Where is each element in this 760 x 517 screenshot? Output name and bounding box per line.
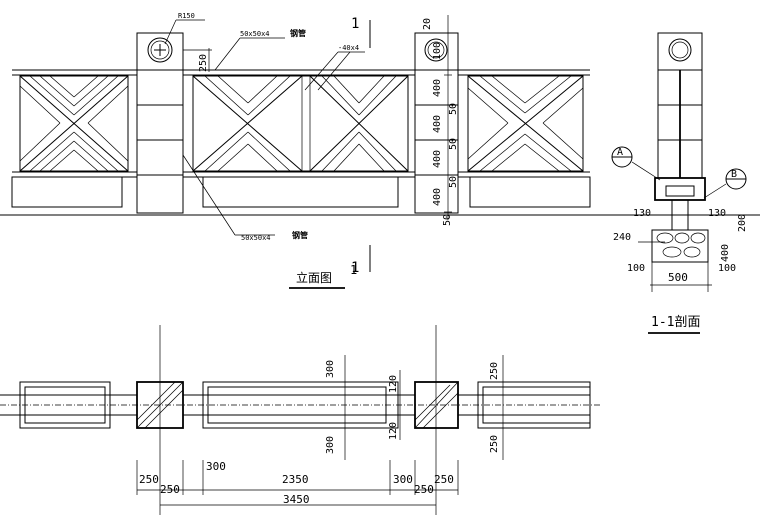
elevation-view: R150 50x50x4 钢管 -40x4 50x50x4 钢管 250 1 1… <box>0 12 650 289</box>
top-pipe-name-label: 钢管 <box>290 28 306 38</box>
section-footing <box>651 229 709 263</box>
detail-marker-a-label: A <box>617 147 623 158</box>
section-title: 1-1剖面 <box>651 315 700 330</box>
plan-dim-bottom-5: 300 <box>393 473 413 486</box>
plan-dim-300-top: 300 <box>325 360 336 378</box>
fence-panel-left <box>19 75 129 172</box>
fence-rails <box>11 69 591 208</box>
elevation-title-number: 1 <box>350 263 357 277</box>
cut-mark-label-bottom: 1 <box>351 260 359 276</box>
plan-dim-250-top: 250 <box>489 362 500 380</box>
segment-dim-2: 400 <box>432 115 443 133</box>
plan-pillar-right <box>414 381 459 429</box>
pillar-left <box>136 32 184 214</box>
section-view: A B 130 130 240 200 400 100 100 500 1-1剖… <box>600 32 760 334</box>
plan-dim-bottom-6: 250 <box>434 473 454 486</box>
section-dim-right: 130 <box>708 208 726 219</box>
section-dim-400: 400 <box>720 244 731 262</box>
plan-total-dim: 3450 <box>283 493 310 506</box>
cut-mark-label: 1 <box>351 16 359 32</box>
section-dim-100-right: 100 <box>718 263 736 274</box>
segment-dim-1: 400 <box>432 79 443 97</box>
plan-bottom-dim-lines <box>136 460 459 506</box>
top-pipe-size-label: 50x50x4 <box>240 30 270 38</box>
radius-label: R150 <box>178 12 195 20</box>
fence-panel-middle <box>192 75 409 172</box>
pillar-cap-circle <box>424 38 448 62</box>
detail-marker-b-label: B <box>731 169 737 180</box>
plan-dim-bottom-4: 2350 <box>282 473 309 486</box>
plan-dim-bottom-2: 250 <box>160 483 180 496</box>
pillar-top-dim: 20 <box>422 18 433 30</box>
gap-dim-2: 50 <box>448 138 459 150</box>
plan-dim-300-bottom: 300 <box>325 436 336 454</box>
segment-dim-4: 400 <box>432 188 443 206</box>
bottom-pipe-size-label: 50x50x4 <box>241 234 271 242</box>
bottom-pipe-name-label: 钢管 <box>292 230 308 240</box>
cap-dim: 100 <box>432 42 443 60</box>
elevation-vertical-dims <box>444 15 452 220</box>
fence-panel-right <box>467 75 584 172</box>
plan-dim-250-bottom: 250 <box>489 435 500 453</box>
flat-bar-label: -40x4 <box>338 44 359 52</box>
callout-leaders <box>164 19 365 236</box>
pillar-cap-circle <box>147 37 173 63</box>
footing-stones <box>656 232 706 258</box>
section-dim-500: 500 <box>668 271 688 284</box>
plan-dim-bottom-3: 300 <box>206 460 226 473</box>
section-dim-200: 200 <box>737 214 748 232</box>
section-dim-left: 130 <box>633 208 651 219</box>
section-cap <box>654 177 706 201</box>
plan-dim-120-top: 120 <box>388 375 399 393</box>
section-dim-100-left: 100 <box>627 263 645 274</box>
plan-dim-bottom-7: 250 <box>414 483 434 496</box>
segment-dim-3: 400 <box>432 150 443 168</box>
plan-dim-bottom-1: 250 <box>139 473 159 486</box>
gap-dim-1: 50 <box>448 103 459 115</box>
top-gap-dim-label: 250 <box>198 54 209 72</box>
plan-dim-120-bottom: 120 <box>388 422 399 440</box>
section-dim-240: 240 <box>613 232 631 243</box>
elevation-title: 立面图 <box>296 270 332 285</box>
gap-dim-4: 50 <box>442 214 453 226</box>
gap-dim-3: 50 <box>448 176 459 188</box>
plan-view: 300 120 250 300 120 250 250 250 300 2350… <box>0 325 600 515</box>
